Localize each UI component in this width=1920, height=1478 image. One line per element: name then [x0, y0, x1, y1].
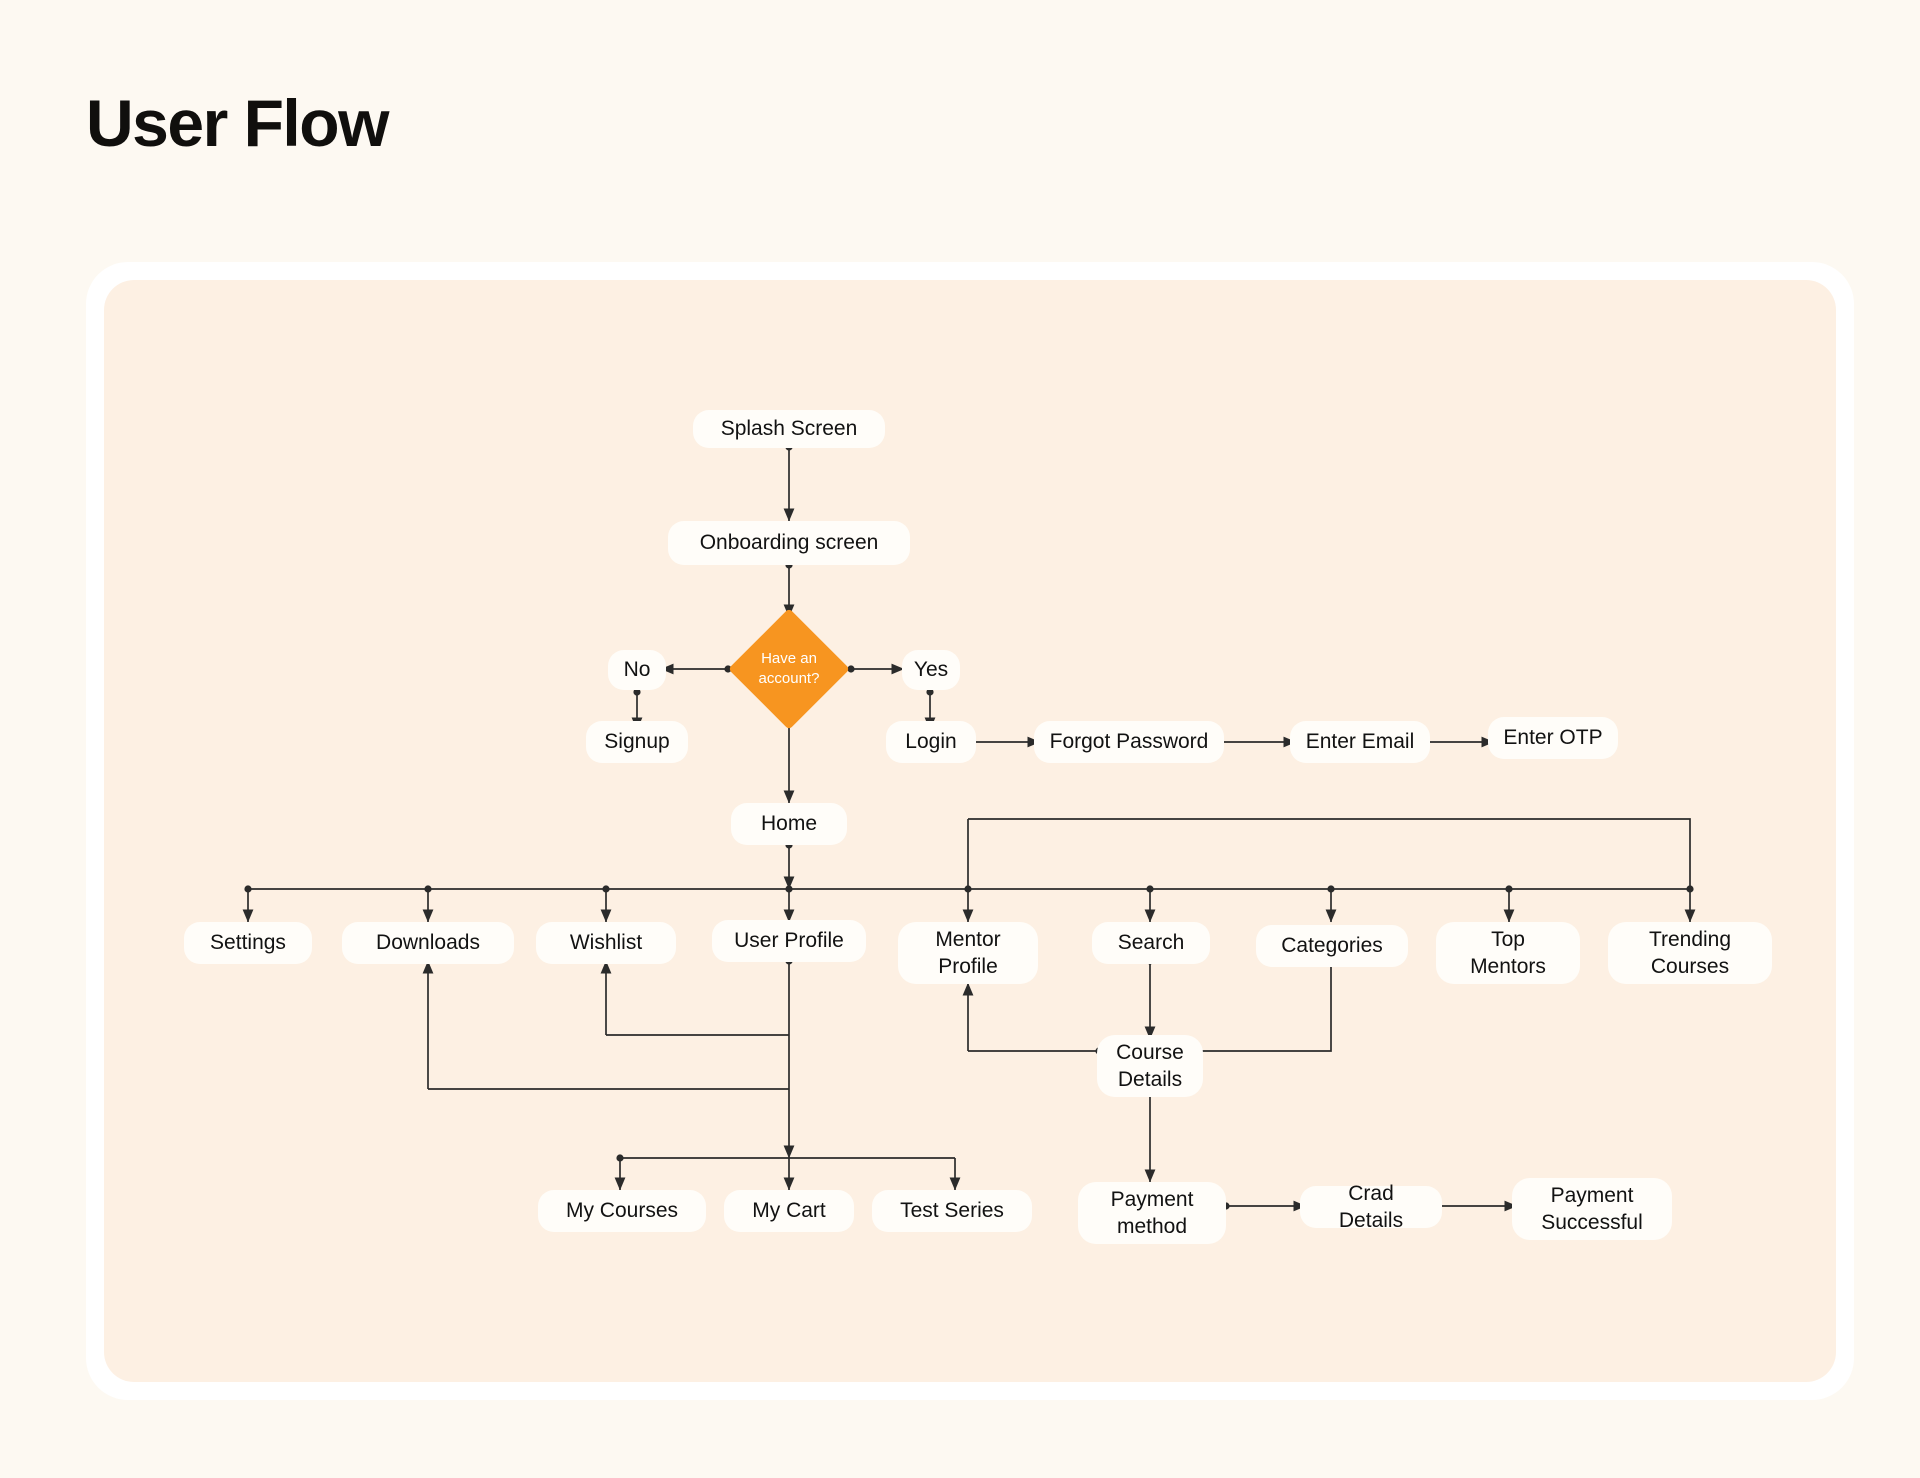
node-downloads[interactable]: Downloads	[342, 922, 514, 964]
node-top-mentors[interactable]: Top Mentors	[1436, 922, 1580, 984]
node-payment-successful[interactable]: Payment Successful	[1512, 1178, 1672, 1240]
node-settings[interactable]: Settings	[184, 922, 312, 964]
node-course-details[interactable]: Course Details	[1097, 1035, 1203, 1097]
top-mentors-line2: Mentors	[1470, 955, 1546, 978]
payment-successful-line2: Successful	[1541, 1211, 1643, 1234]
node-trending-courses[interactable]: Trending Courses	[1608, 922, 1772, 984]
node-payment-method[interactable]: Payment method	[1078, 1182, 1226, 1244]
node-categories[interactable]: Categories	[1256, 925, 1408, 967]
node-user-profile[interactable]: User Profile	[712, 920, 866, 962]
node-yes[interactable]: Yes	[902, 650, 960, 690]
node-enter-otp[interactable]: Enter OTP	[1488, 717, 1618, 759]
node-my-courses[interactable]: My Courses	[538, 1190, 706, 1232]
node-onboarding-screen[interactable]: Onboarding screen	[668, 521, 910, 565]
node-enter-email[interactable]: Enter Email	[1290, 721, 1430, 763]
mentor-profile-line2: Profile	[938, 955, 998, 978]
payment-method-line2: method	[1116, 1215, 1188, 1238]
node-my-cart[interactable]: My Cart	[724, 1190, 854, 1232]
course-details-line1: Course	[1116, 1040, 1184, 1064]
payment-successful-line1: Payment	[1550, 1183, 1634, 1207]
trending-courses-line1: Trending	[1648, 927, 1732, 951]
top-mentors-line1: Top	[1491, 927, 1525, 951]
node-no[interactable]: No	[608, 650, 666, 690]
course-details-line2: Details	[1117, 1068, 1183, 1091]
node-search[interactable]: Search	[1092, 922, 1210, 964]
mentor-profile-line1: Mentor	[935, 927, 1001, 951]
node-splash-screen[interactable]: Splash Screen	[693, 410, 885, 448]
node-signup[interactable]: Signup	[586, 721, 688, 763]
node-wishlist[interactable]: Wishlist	[536, 922, 676, 964]
node-mentor-profile[interactable]: Mentor Profile	[898, 922, 1038, 984]
trending-courses-line2: Courses	[1650, 955, 1730, 978]
node-test-series[interactable]: Test Series	[872, 1190, 1032, 1232]
node-home[interactable]: Home	[731, 803, 847, 845]
node-login[interactable]: Login	[886, 721, 976, 763]
page-title: User Flow	[86, 86, 389, 160]
node-crad-details[interactable]: Crad Details	[1300, 1182, 1442, 1232]
node-forgot-password[interactable]: Forgot Password	[1034, 721, 1224, 763]
payment-method-line1: Payment	[1110, 1187, 1194, 1211]
